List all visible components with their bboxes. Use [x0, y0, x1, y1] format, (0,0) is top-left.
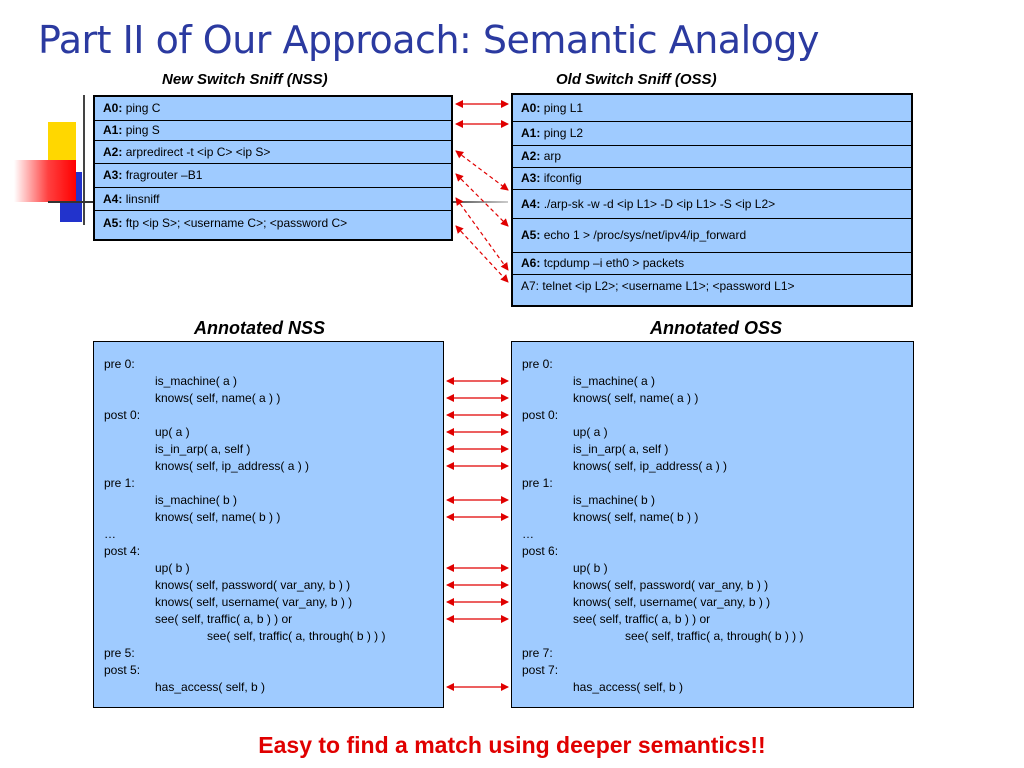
nss-row-key: A2:	[103, 144, 123, 159]
nss-caption: New Switch Sniff (NSS)	[162, 71, 328, 88]
anno-line: is_machine( b )	[573, 493, 656, 507]
anno-line: is_machine( b )	[155, 493, 238, 507]
oss-row-text: tcpdump –i eth0 > packets	[543, 256, 685, 270]
oss-row-text: echo 1 > /proc/sys/net/ipv4/ip_forward	[543, 228, 747, 242]
anno-line: knows( self, name( b ) )	[573, 510, 699, 524]
anno-line: …	[522, 527, 534, 541]
oss-row-key: A5:	[521, 228, 541, 242]
oss-row-text: ping L2	[543, 126, 584, 140]
oss-row-text: A7: telnet <ip L2>; <username L1>; <pass…	[521, 278, 795, 293]
nss-row-text: ftp <ip S>; <username C>; <password C>	[125, 215, 348, 230]
oss-row-key: A4:	[521, 196, 541, 211]
annotated-oss-box: pre 0: is_machine( a ) knows( self, name…	[511, 341, 914, 708]
nss-row-key: A5:	[103, 215, 123, 230]
anno-line: knows( self, name( a ) )	[155, 391, 281, 405]
anno-line: see( self, traffic( a, through( b ) ) )	[207, 629, 386, 643]
nss-row: A4: linsniff	[93, 186, 453, 211]
anno-line: post 0:	[104, 408, 141, 422]
annotated-nss-box: pre 0: is_machine( a ) knows( self, name…	[93, 341, 444, 708]
oss-row-key: A2:	[521, 149, 541, 163]
arrow-a4-a6	[455, 197, 509, 271]
footer-message: Easy to find a match using deeper semant…	[258, 732, 766, 758]
anno-line: knows( self, password( var_any, b ) )	[155, 578, 351, 592]
anno-line: post 4:	[104, 544, 141, 558]
oss-row-key: A6:	[521, 256, 541, 270]
anno-line: knows( self, password( var_any, b ) )	[573, 578, 769, 592]
oss-caption: Old Switch Sniff (OSS)	[556, 71, 717, 88]
anno-line: is_machine( a )	[155, 374, 238, 388]
slide-title: Part II of Our Approach: Semantic Analog…	[38, 18, 820, 62]
anno-line: knows( self, username( var_any, b ) )	[155, 595, 353, 609]
oss-row-key: A1:	[521, 126, 541, 140]
anno-line: see( self, traffic( a, b ) ) or	[573, 612, 711, 626]
anno-line: …	[104, 527, 116, 541]
anno-line: pre 0:	[104, 357, 135, 371]
anno-line: post 5:	[104, 663, 141, 677]
anno-line: knows( self, name( b ) )	[155, 510, 281, 524]
nss-command-table: A0: ping C A1: ping S A2: arpredirect -t…	[93, 95, 453, 241]
anno-line: knows( self, name( a ) )	[573, 391, 699, 405]
anno-line: pre 1:	[522, 476, 553, 490]
annotated-nss-caption: Annotated NSS	[194, 318, 326, 338]
arrow-a2-a4	[455, 150, 509, 191]
nss-row-text: fragrouter –B1	[125, 168, 203, 182]
anno-line: see( self, traffic( a, through( b ) ) )	[625, 629, 804, 643]
anno-line: is_machine( a )	[573, 374, 656, 388]
oss-row-text: ifconfig	[543, 171, 582, 185]
nss-row-key: A0:	[103, 101, 123, 116]
anno-line: up( b )	[573, 561, 608, 575]
nss-row-key: A3:	[103, 168, 123, 182]
anno-line: knows( self, username( var_any, b ) )	[573, 595, 771, 609]
anno-line: has_access( self, b )	[573, 680, 684, 694]
anno-line: is_in_arp( a, self )	[155, 442, 251, 456]
anno-line: post 7:	[522, 663, 559, 677]
nss-row: A5: ftp <ip S>; <username C>; <password …	[93, 209, 453, 241]
anno-line: up( b )	[155, 561, 190, 575]
anno-line: is_in_arp( a, self )	[573, 442, 669, 456]
nss-row-text: ping S	[125, 123, 160, 137]
nss-row: A2: arpredirect -t <ip C> <ip S>	[93, 139, 453, 164]
oss-row-text: arp	[543, 149, 562, 163]
decor-red-square	[14, 160, 76, 202]
anno-line: knows( self, ip_address( a ) )	[155, 459, 310, 473]
anno-line: up( a )	[573, 425, 608, 439]
arrow-a5-a7	[455, 225, 509, 283]
anno-line: post 6:	[522, 544, 559, 558]
anno-line: pre 7:	[522, 646, 553, 660]
anno-line: pre 5:	[104, 646, 135, 660]
anno-line: see( self, traffic( a, b ) ) or	[155, 612, 293, 626]
decor-vertical-line	[83, 95, 85, 225]
oss-row-key: A0:	[521, 100, 541, 115]
oss-row-text: ping L1	[543, 100, 584, 115]
nss-row-text: linsniff	[125, 191, 160, 206]
anno-line: pre 0:	[522, 357, 553, 371]
oss-row: A7: telnet <ip L2>; <username L1>; <pass…	[511, 273, 913, 307]
oss-row: A3: ifconfig	[511, 166, 913, 190]
nss-row-text: ping C	[125, 101, 161, 116]
anno-line: pre 1:	[104, 476, 135, 490]
nss-row-key: A1:	[103, 123, 123, 137]
anno-line: post 0:	[522, 408, 559, 422]
oss-row-text: ./arp-sk -w -d <ip L1> -D <ip L1> -S <ip…	[543, 196, 776, 211]
oss-row: A5: echo 1 > /proc/sys/net/ipv4/ip_forwa…	[511, 217, 913, 253]
oss-row: A1: ping L2	[511, 120, 913, 146]
anno-line: knows( self, ip_address( a ) )	[573, 459, 728, 473]
anno-line: up( a )	[155, 425, 190, 439]
nss-row-key: A4:	[103, 191, 123, 206]
oss-command-table: A0: ping L1 A1: ping L2 A2: arp A3: ifco…	[511, 93, 913, 307]
oss-row: A6: tcpdump –i eth0 > packets	[511, 251, 913, 275]
nss-row-text: arpredirect -t <ip C> <ip S>	[125, 144, 271, 159]
annotated-oss-caption: Annotated OSS	[650, 318, 783, 338]
arrow-a3-a5	[455, 173, 509, 227]
anno-line: has_access( self, b )	[155, 680, 266, 694]
oss-row-key: A3:	[521, 171, 541, 185]
